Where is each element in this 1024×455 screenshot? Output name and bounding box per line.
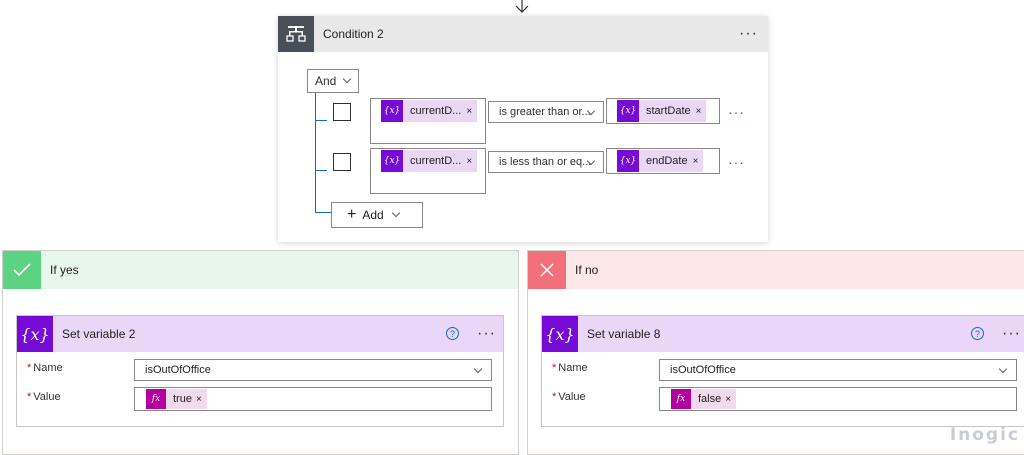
row-2-right-operand[interactable]: {x} endDate × [606, 148, 720, 174]
no-branch-header[interactable]: If no [528, 251, 1024, 289]
condition-title: Condition 2 [323, 27, 384, 41]
flow-arrow-down-icon [515, 0, 529, 13]
condition-icon [278, 16, 314, 52]
variable-icon: {x} [17, 316, 53, 352]
row-1-right-operand[interactable]: {x} startDate × [606, 98, 720, 124]
name-field-label: *Name [27, 362, 63, 374]
row-1-operator-value: is greater than or... [499, 106, 591, 118]
tree-connector-row-2 [315, 170, 327, 171]
set-variable-8-card: {x} Set variable 8 ? ··· *Name isOutOfOf… [541, 315, 1024, 427]
name-select[interactable]: isOutOfOffice [134, 359, 492, 381]
action-more-options-icon[interactable]: ··· [477, 325, 496, 342]
variable-icon: {x} [381, 150, 403, 172]
plus-icon: + [347, 206, 357, 223]
name-field-label: *Name [552, 362, 588, 374]
value-token-label: false [698, 393, 722, 405]
no-branch-label: If no [575, 263, 599, 277]
tree-connector-row-1 [315, 120, 327, 121]
row-2-checkbox[interactable] [333, 153, 351, 171]
row-2-operator-value: is less than or eq... [499, 156, 592, 168]
chevron-down-icon [473, 364, 483, 374]
row-1-left-operand[interactable]: {x} currentD... × [370, 98, 486, 144]
name-select-value: isOutOfOffice [145, 364, 211, 376]
remove-token-icon[interactable]: × [195, 393, 202, 405]
expression-icon: fx [146, 389, 166, 409]
tree-connector-vertical [315, 93, 316, 213]
variable-icon: {x} [381, 100, 403, 122]
row-2-left-operand[interactable]: {x} currentD... × [370, 148, 486, 194]
condition-header[interactable]: Condition 2 ··· [278, 16, 768, 52]
value-token-label: true [173, 393, 192, 405]
value-input[interactable]: fx false × [659, 387, 1017, 411]
value-field-label: *Value [27, 391, 61, 403]
help-icon[interactable]: ? [971, 327, 984, 340]
row-2-right-token[interactable]: {x} endDate × [617, 150, 704, 172]
remove-token-icon[interactable]: × [692, 155, 699, 167]
variable-icon: {x} [617, 150, 639, 172]
chevron-down-icon [343, 74, 352, 84]
row-2-left-token-label: currentD... [410, 155, 462, 167]
row-1-operator-select[interactable]: is greater than or... [488, 101, 604, 123]
row-1-left-token[interactable]: {x} currentD... × [381, 100, 478, 122]
action-more-options-icon[interactable]: ··· [1002, 325, 1021, 342]
row-1-left-token-label: currentD... [410, 105, 462, 117]
row-2-left-token[interactable]: {x} currentD... × [381, 150, 478, 172]
yes-branch-panel: If yes {x} Set variable 2 ? ··· *Name is… [2, 250, 519, 455]
no-branch-panel: If no {x} Set variable 8 ? ··· *Name isO… [527, 250, 1024, 455]
yes-branch-label: If yes [50, 263, 79, 277]
group-operator-value: And [315, 74, 337, 88]
condition-more-options-icon[interactable]: ··· [739, 25, 758, 42]
chevron-down-icon [998, 364, 1008, 374]
yes-branch-header[interactable]: If yes [3, 251, 518, 289]
row-2-operator-select[interactable]: is less than or eq... [488, 151, 604, 173]
value-input[interactable]: fx true × [134, 387, 492, 411]
add-button-label: Add [362, 208, 384, 222]
row-2-more-options-icon[interactable]: ··· [728, 154, 745, 170]
action-title: Set variable 2 [62, 327, 136, 341]
name-select-value: isOutOfOffice [670, 364, 736, 376]
remove-token-icon[interactable]: × [466, 155, 473, 167]
row-1-more-options-icon[interactable]: ··· [728, 104, 745, 120]
group-operator-select[interactable]: And [307, 69, 359, 93]
variable-icon: {x} [617, 100, 639, 122]
chevron-down-icon [391, 208, 400, 218]
action-title: Set variable 8 [587, 327, 661, 341]
variable-icon: {x} [542, 316, 578, 352]
close-icon [528, 251, 566, 289]
value-field-label: *Value [552, 391, 586, 403]
value-expression-token[interactable]: fx true × [146, 389, 207, 409]
set-variable-2-card: {x} Set variable 2 ? ··· *Name isOutOfOf… [16, 315, 504, 427]
set-variable-8-header[interactable]: {x} Set variable 8 ? ··· [542, 316, 1024, 352]
row-2-right-token-label: endDate [646, 155, 688, 167]
row-1-checkbox[interactable] [333, 103, 351, 121]
remove-token-icon[interactable]: × [695, 105, 702, 117]
add-condition-button[interactable]: + Add [331, 202, 423, 228]
help-icon[interactable]: ? [446, 327, 459, 340]
inogic-watermark-logo: Inogic [949, 425, 1020, 445]
set-variable-2-header[interactable]: {x} Set variable 2 ? ··· [17, 316, 503, 352]
condition-card: Condition 2 ··· And {x} currentD... × is… [278, 16, 768, 242]
remove-token-icon[interactable]: × [725, 393, 732, 405]
row-1-right-token[interactable]: {x} startDate × [617, 100, 707, 122]
value-expression-token[interactable]: fx false × [671, 389, 737, 409]
expression-icon: fx [671, 389, 691, 409]
checkmark-icon [3, 251, 41, 289]
tree-connector-add [315, 212, 331, 213]
remove-token-icon[interactable]: × [466, 105, 473, 117]
row-1-right-token-label: startDate [646, 105, 691, 117]
name-select[interactable]: isOutOfOffice [659, 359, 1017, 381]
